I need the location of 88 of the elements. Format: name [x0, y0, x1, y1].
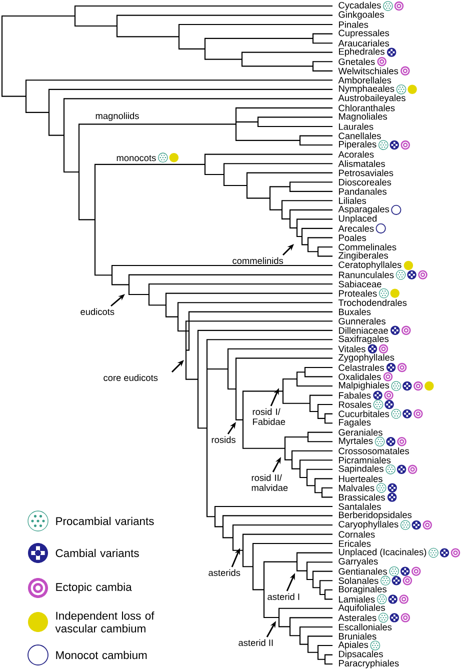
taxon-label: Gunnerales — [338, 318, 386, 324]
legend-label: Cambial variants — [56, 548, 139, 558]
taxon-label: Cornales — [338, 530, 375, 538]
clade-label: asterids — [208, 569, 240, 576]
taxon-label: Proteales — [339, 290, 377, 297]
taxon-label: Dipsacales — [339, 650, 383, 660]
clade-label: asterid I — [268, 593, 300, 600]
taxon-label: Brassicales — [339, 494, 385, 501]
taxon-label: Bruniales — [339, 632, 376, 640]
taxon-label: Fagales — [339, 418, 371, 428]
legend-label: Independent loss of vascular cambium — [55, 612, 154, 632]
taxon-label: Pandanales — [339, 188, 386, 195]
taxon-label: Liliales — [339, 197, 366, 204]
legend-label: Procambial variants — [56, 516, 154, 526]
taxon-label: Ginkgoales — [338, 11, 384, 20]
taxon-label: Buxales — [339, 308, 371, 316]
taxon-label: Caryophyllales — [338, 520, 398, 530]
taxon-label: Garryales — [338, 558, 378, 566]
clade-label: asterid II — [238, 639, 273, 646]
taxon-label: Cycadales — [338, 2, 381, 10]
clade-label: monocots — [116, 155, 156, 162]
clade-label: rosid I/ Fabidae — [252, 408, 286, 426]
taxon-label: Welwitschiales — [338, 68, 398, 74]
taxon-label: Ceratophyllales — [338, 261, 402, 270]
taxon-label: Sabiaceae — [338, 280, 382, 288]
taxon-label: Lamiales — [339, 596, 375, 603]
taxon-label: Santalales — [338, 503, 381, 510]
taxon-label: Poales — [339, 234, 366, 242]
taxon-label: Araucariales — [338, 40, 390, 46]
taxon-label: Cupressales — [338, 30, 390, 38]
clade-label: rosids — [212, 436, 236, 444]
taxon-label: Geraniales — [338, 428, 382, 436]
taxon-label: Petrosaviales — [339, 169, 394, 176]
taxon-label: Boraginales — [339, 586, 386, 594]
taxon-label: Acorales — [338, 150, 374, 158]
clade-label: eudicots — [80, 308, 114, 316]
taxon-label: Unplaced — [338, 214, 377, 224]
taxon-label: Nymphaeales — [339, 85, 394, 94]
taxon-label: Fabales — [339, 392, 371, 399]
taxon-label: Dilleniaceae — [339, 327, 388, 334]
clade-label: magnoliids — [96, 112, 139, 121]
taxon-label: Cucurbitales — [338, 410, 390, 418]
taxon-label: Zygophyllales — [338, 354, 394, 362]
taxon-label: Asparagales — [338, 206, 390, 214]
taxon-label: Berberidopsidales — [339, 511, 412, 520]
taxon-label: Malpighiales — [339, 382, 390, 390]
taxon-label: Vitales — [338, 346, 366, 352]
taxon-label: Zingiberales — [338, 252, 388, 260]
taxon-label: Alismatales — [338, 160, 385, 167]
taxon-label: Laurales — [339, 123, 374, 130]
legend-label: Monocot cambium — [56, 650, 147, 660]
taxon-label: Gnetales — [338, 58, 375, 65]
taxon-label: Oxalidales — [338, 373, 381, 380]
taxon-label: Huerteales — [339, 475, 382, 482]
taxon-label: Saxifragales — [338, 335, 389, 344]
clade-label: core eudicots — [104, 374, 158, 382]
clade-label: rosid II/ malvidae — [252, 474, 288, 492]
taxon-label: Commelinales — [338, 244, 396, 250]
taxon-label: Unplaced (Icacinales) — [338, 548, 426, 558]
taxon-label: Picramniales — [339, 456, 391, 464]
taxon-label: Crossosomatales — [338, 448, 409, 454]
taxon-label: Ericales — [339, 540, 371, 547]
taxon-label: Dioscoreales — [339, 178, 392, 186]
taxon-label: Sapindales — [338, 465, 384, 474]
taxon-label: Trochodendrales — [338, 299, 407, 306]
taxon-label: Aquifoliales — [338, 604, 385, 613]
taxon-label: Gentianales — [338, 568, 388, 575]
taxon-label: Austrobaileyales — [338, 94, 406, 103]
taxon-label: Myrtales — [339, 437, 373, 446]
taxon-label: Asterales — [338, 614, 376, 622]
taxon-label: Ephedrales — [339, 48, 384, 57]
taxon-label: Amborellales — [338, 76, 392, 84]
taxon-label: Paracryphiales — [339, 660, 399, 668]
taxon-label: Apiales — [338, 641, 368, 650]
taxon-label: Ranunculales — [339, 271, 394, 278]
taxon-label: Canellales — [338, 132, 381, 140]
taxon-label: Escalloniales — [339, 624, 392, 630]
taxon-label: Celastrales — [338, 364, 384, 371]
taxon-label: Arecales — [338, 225, 374, 232]
taxon-label: Malvales — [339, 484, 374, 492]
taxon-label: Piperales — [339, 140, 376, 150]
taxon-label: Rosales — [339, 401, 372, 408]
taxon-label: Solanales — [338, 577, 378, 584]
legend-label: Ectopic cambia — [56, 582, 132, 594]
taxon-label: Magnoliales — [339, 112, 387, 122]
clade-label: commelinids — [232, 257, 284, 264]
taxon-label: Pinales — [339, 21, 368, 28]
taxon-label: Chloranthales — [338, 104, 395, 112]
